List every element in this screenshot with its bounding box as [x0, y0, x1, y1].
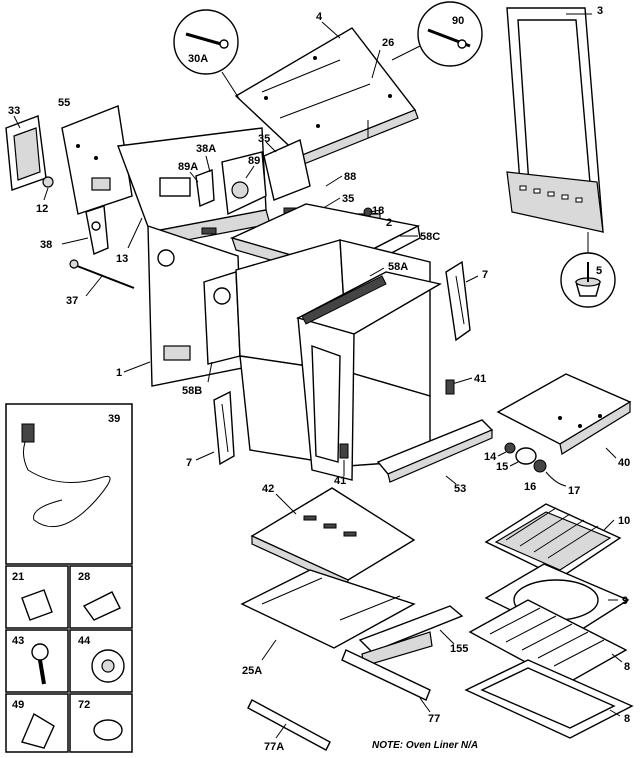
- label-33: 33: [8, 105, 20, 117]
- broiler-drawer-part-40: [496, 373, 632, 455]
- small-fittings: [504, 442, 567, 487]
- label-21: 21: [12, 571, 24, 583]
- label-3: 3: [597, 5, 603, 17]
- part-labels: 3 4 90 26 30A 33 55 38A 35 89A 89 88 35 …: [8, 5, 630, 753]
- accessory-box-44: [69, 629, 133, 693]
- label-37: 37: [66, 295, 78, 307]
- back-panel-part-55: [61, 105, 133, 215]
- label-38a: 38A: [196, 143, 216, 155]
- broiler-grid-part-10: [484, 503, 622, 579]
- bottom-support-part-25a: [240, 569, 416, 649]
- label-9: 9: [622, 595, 628, 607]
- label-12: 12: [36, 203, 48, 215]
- label-13: 13: [116, 253, 128, 265]
- label-16: 16: [524, 481, 536, 493]
- accessory-box-28: [69, 565, 133, 629]
- bracket-part-38: [85, 205, 109, 255]
- accessory-box-21: [5, 565, 69, 629]
- label-88: 88: [344, 171, 356, 183]
- label-1: 1: [116, 367, 122, 379]
- part-5-detail: [560, 232, 616, 308]
- door-frame-part: [506, 7, 604, 233]
- label-14: 14: [484, 451, 497, 463]
- accessory-box-72: [69, 693, 133, 753]
- part-90-detail: [391, 1, 483, 67]
- part-12: [42, 176, 54, 188]
- label-44: 44: [78, 635, 91, 647]
- oven-liner-note: NOTE: Oven Liner N/A: [372, 740, 478, 751]
- label-8-lower: 8: [624, 713, 630, 725]
- label-40: 40: [618, 457, 630, 469]
- burner-part-155: [358, 605, 464, 667]
- hinge-part-7-right: [445, 260, 471, 342]
- label-41-lower: 41: [334, 475, 346, 487]
- control-components: [195, 139, 311, 216]
- label-35-upper: 35: [258, 133, 270, 145]
- label-90: 90: [452, 15, 464, 27]
- label-30a: 30A: [188, 53, 208, 65]
- part-30a-detail: [173, 9, 241, 101]
- label-155: 155: [450, 643, 468, 655]
- accessory-box-43: [5, 629, 69, 693]
- rail-part-53: [376, 419, 494, 483]
- bar-part-77a: [247, 699, 331, 751]
- label-39: 39: [108, 413, 120, 425]
- label-5: 5: [596, 265, 602, 277]
- label-55: 55: [58, 97, 70, 109]
- oven-front-frame: [296, 271, 442, 481]
- label-8-upper: 8: [624, 661, 630, 673]
- part-41-lower: [339, 443, 349, 459]
- label-53: 53: [454, 483, 466, 495]
- label-72: 72: [78, 699, 90, 711]
- label-43: 43: [12, 635, 24, 647]
- label-38: 38: [40, 239, 52, 251]
- label-42: 42: [262, 483, 274, 495]
- label-58c: 58C: [420, 231, 440, 243]
- probe-part-37: [69, 259, 135, 289]
- label-7-left: 7: [186, 457, 192, 469]
- label-28: 28: [78, 571, 90, 583]
- label-2: 2: [386, 217, 392, 229]
- label-77a: 77A: [264, 741, 284, 753]
- label-26: 26: [382, 37, 394, 49]
- oven-bottom-part-42: [250, 487, 416, 589]
- label-25a: 25A: [242, 665, 262, 677]
- label-4: 4: [316, 11, 323, 23]
- part-41-upper: [445, 379, 455, 395]
- burner-part-77: [341, 649, 431, 701]
- accessory-box-49: [5, 693, 69, 753]
- label-18: 18: [372, 205, 384, 217]
- label-41-upper: 41: [474, 373, 486, 385]
- label-58b: 58B: [182, 385, 202, 397]
- label-15: 15: [496, 461, 508, 473]
- label-58a: 58A: [388, 261, 408, 273]
- label-77: 77: [428, 713, 440, 725]
- label-89: 89: [248, 155, 260, 167]
- top-plate-part: [234, 27, 419, 165]
- label-35-lower: 35: [342, 193, 354, 205]
- cord-box: [5, 403, 133, 565]
- bracket-part-33: [5, 115, 47, 191]
- label-49: 49: [12, 699, 24, 711]
- label-17: 17: [568, 485, 580, 497]
- label-10: 10: [618, 515, 630, 527]
- hinge-part-7-left: [213, 390, 235, 466]
- oven-rack-part-8b: [464, 659, 634, 739]
- label-89a: 89A: [178, 161, 198, 173]
- label-7-right: 7: [482, 269, 488, 281]
